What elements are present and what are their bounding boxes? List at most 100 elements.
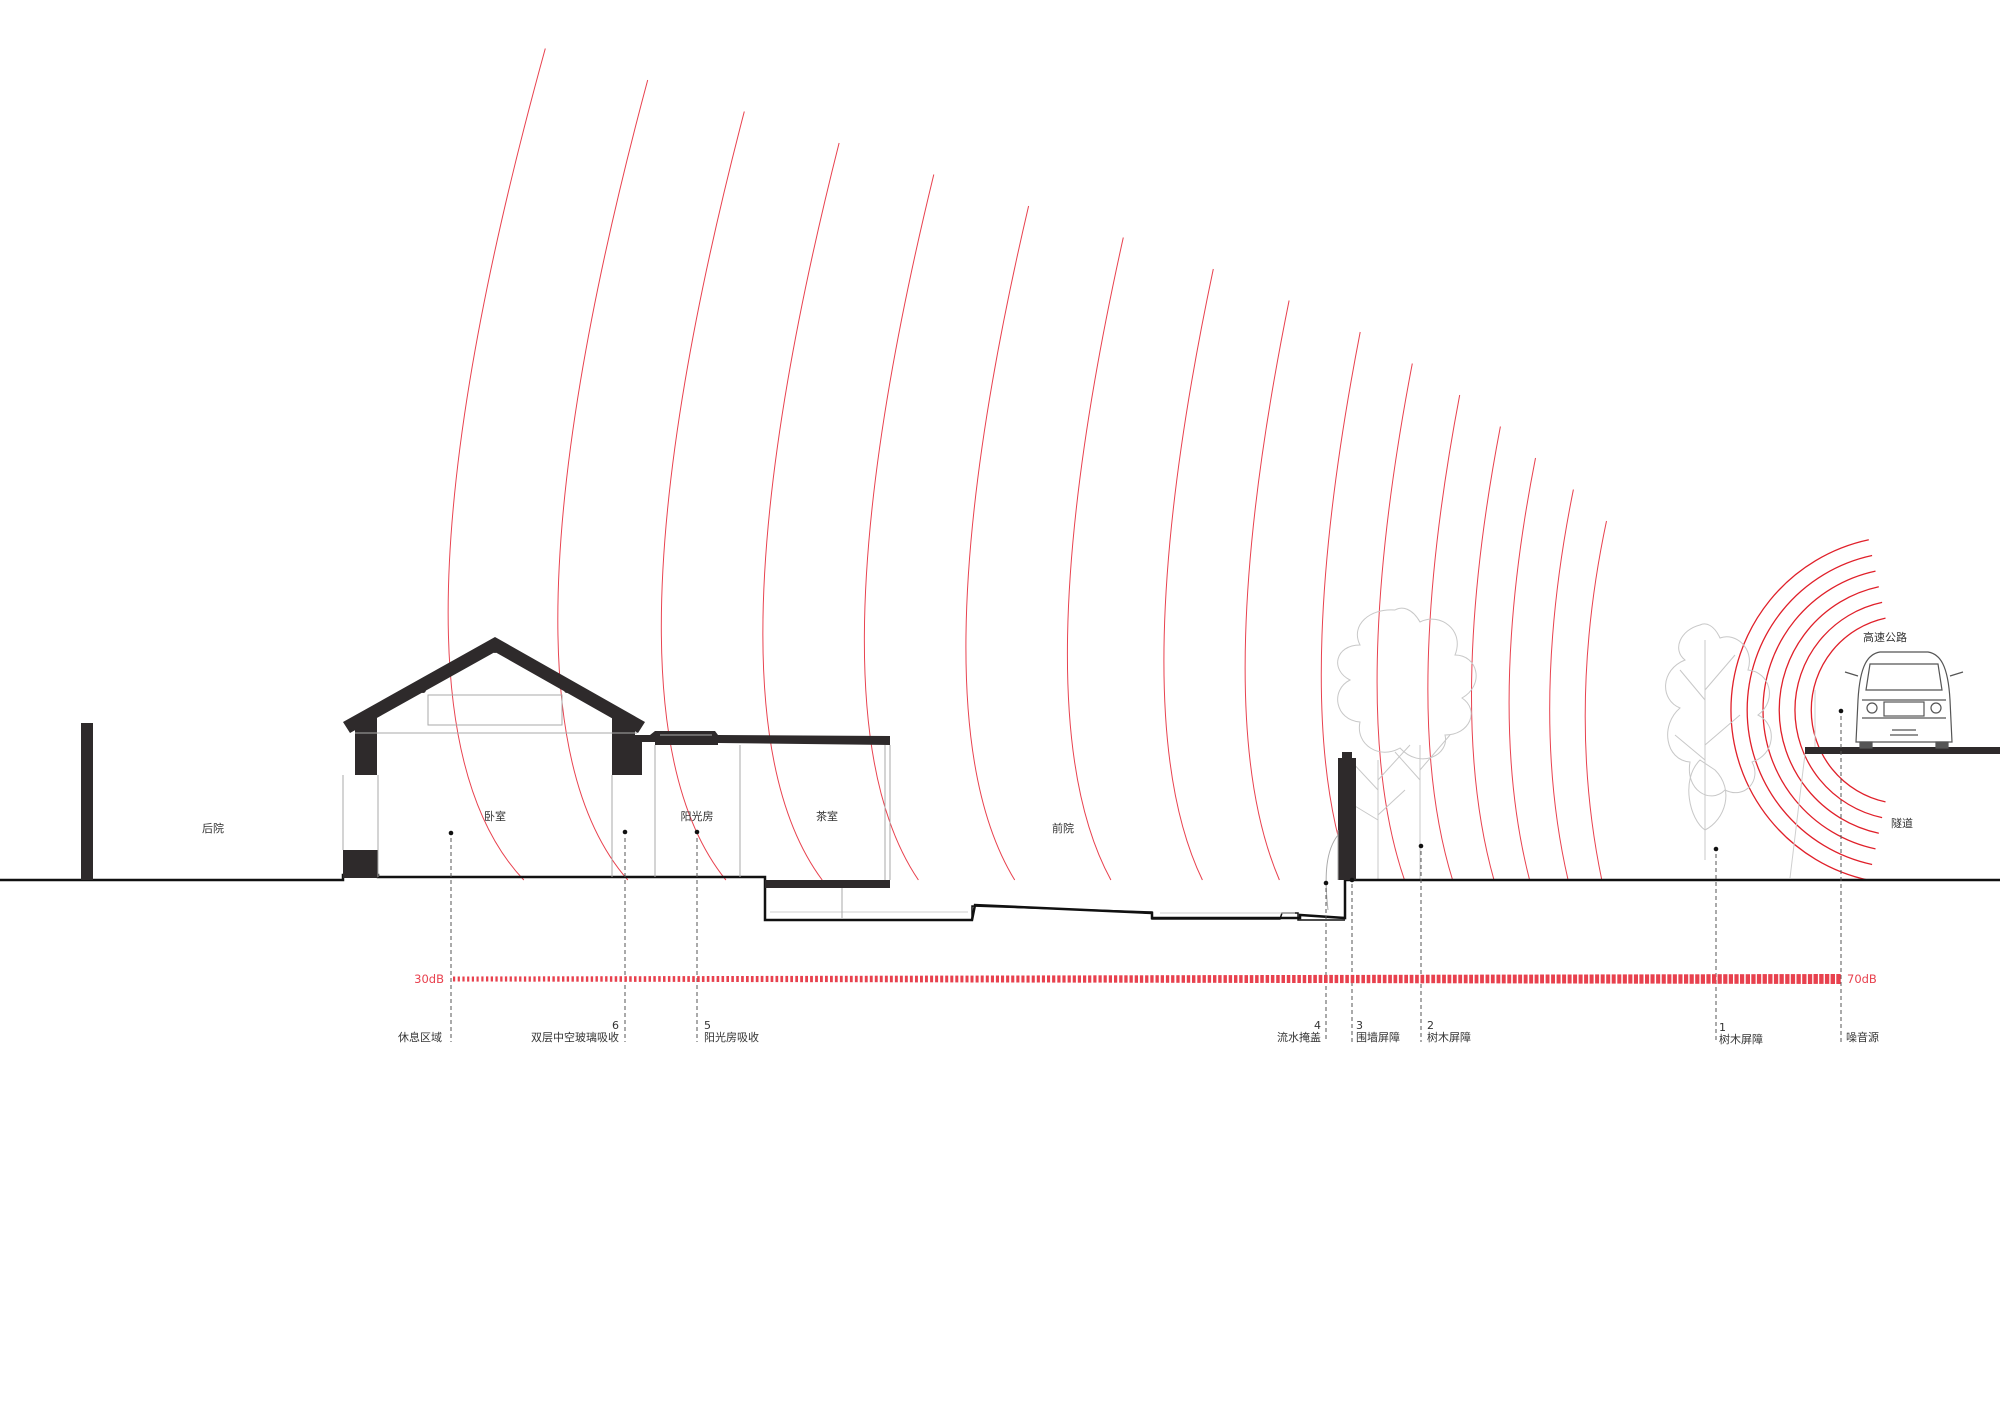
noise-dash [1318, 974, 1323, 983]
noise-dash [1388, 974, 1392, 984]
noise-dash [1072, 975, 1076, 983]
noise-dash [1779, 974, 1784, 984]
label-sunroom: 阳光房 [681, 809, 714, 823]
noise-dash [619, 976, 622, 982]
noise-dash [1281, 975, 1285, 983]
noise-dash [514, 976, 517, 982]
noise-dash [1436, 974, 1441, 984]
bedroom-wall-right [612, 718, 635, 775]
boundary-wall [1338, 758, 1356, 880]
noise-dash [457, 976, 460, 982]
noise-dash [985, 975, 989, 983]
noise-dash [1016, 975, 1020, 983]
noise-dash [1534, 974, 1539, 984]
noise-dash [1512, 974, 1517, 984]
marker-1: 1 树木屏障 [1719, 1021, 1763, 1046]
noise-dash [760, 975, 764, 982]
bedroom-interior [342, 694, 637, 877]
noise-dash [884, 975, 888, 983]
marker-dot [1349, 877, 1355, 883]
tearoom-floor [765, 880, 890, 888]
noise-dash [1463, 974, 1468, 984]
noise-dash [1611, 974, 1616, 984]
marker-2: 2 树木屏障 [1427, 1019, 1471, 1044]
sound-wave-arc [1376, 363, 1413, 881]
noise-dash [609, 976, 613, 982]
label-bedroom: 卧室 [484, 809, 506, 823]
noise-dash [1255, 975, 1259, 983]
noise-dash [1223, 975, 1227, 983]
noise-dash [1639, 974, 1644, 984]
noise-dash [1796, 974, 1801, 984]
noise-dash [672, 976, 676, 982]
noise-dash [1021, 975, 1025, 983]
building-section [0, 637, 2000, 922]
noise-dash [1490, 974, 1495, 984]
noise-dash [1485, 974, 1490, 984]
noise-dash [1474, 974, 1479, 984]
label-tearoom: 茶室 [816, 809, 838, 823]
noise-dash [1740, 974, 1745, 984]
sound-wave-source-ring [1778, 586, 1879, 834]
noise-dash [1186, 975, 1191, 983]
noise-dash [1813, 974, 1818, 984]
noise-dash [571, 976, 574, 982]
noise-dash [1802, 974, 1807, 984]
noise-dash [980, 975, 984, 983]
noise-dash [915, 975, 918, 983]
bedroom-wall-right-cap [632, 740, 642, 775]
noise-dash [528, 976, 531, 982]
noise-dash [1129, 975, 1133, 983]
noise-dash [1249, 975, 1254, 983]
noise-dash [1431, 974, 1436, 984]
backyard-wall [81, 723, 93, 880]
marker-dot [1838, 708, 1844, 714]
noise-dash [523, 976, 527, 982]
noise-dash [1350, 974, 1355, 984]
noise-dash [1773, 974, 1779, 984]
noise-dash [775, 975, 779, 983]
noise-dash [486, 976, 489, 982]
noise-dash [542, 976, 546, 982]
noise-dash [533, 976, 536, 982]
noise-dash [1578, 974, 1583, 984]
noise-dash [1067, 975, 1071, 983]
noise-dash [1356, 974, 1360, 984]
noise-dash [509, 976, 512, 982]
noise-dash [1057, 975, 1061, 983]
noise-dash [462, 976, 465, 982]
noise-dash [864, 975, 868, 983]
noise-dash [1507, 974, 1512, 984]
svg-text:噪音源: 噪音源 [1846, 1030, 1879, 1044]
noise-dash [1228, 975, 1233, 983]
noise-dash [1260, 975, 1264, 983]
noise-dash [815, 975, 818, 983]
marker-4: 4 流水掩盖 [1277, 1019, 1321, 1044]
noise-dash [687, 976, 690, 982]
db-max-label: 70dB [1847, 972, 1877, 986]
noise-dash [790, 975, 793, 983]
noise-dash [1372, 974, 1376, 984]
sound-wave-arc [1427, 394, 1461, 881]
noise-dash [629, 976, 632, 982]
noise-dash [1207, 975, 1212, 983]
svg-text:4: 4 [1314, 1019, 1321, 1032]
noise-dash [614, 976, 618, 982]
noise-dash [904, 975, 908, 983]
svg-text:休息区域: 休息区域 [398, 1030, 442, 1044]
noise-dash [1308, 975, 1312, 984]
noise-dash [595, 976, 598, 982]
noise-dash [1617, 974, 1622, 984]
noise-dash [643, 976, 647, 982]
noise-dash [1684, 974, 1689, 984]
noise-dash [692, 976, 695, 982]
boundary-wall-cap [1342, 752, 1352, 760]
highway-deck [1805, 747, 2000, 754]
noise-dash [874, 975, 878, 983]
noise-dash [1656, 974, 1661, 984]
tearoom-glass [841, 745, 891, 918]
noise-dash [663, 976, 666, 982]
noise-dash [1567, 974, 1572, 984]
noise-dash [1573, 974, 1578, 984]
sound-wave-arc [965, 205, 1030, 881]
